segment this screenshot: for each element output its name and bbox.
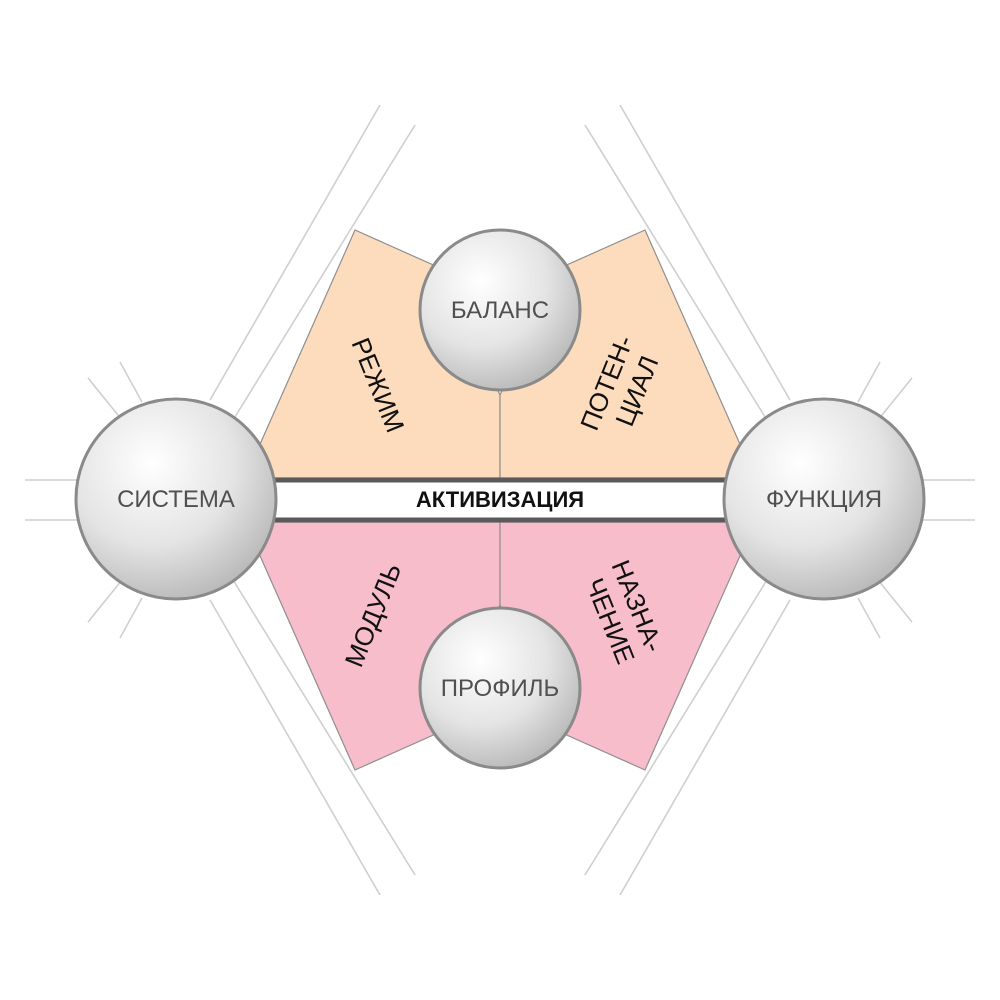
guide-line	[857, 361, 881, 403]
band-background	[255, 480, 745, 520]
guide-line	[209, 104, 381, 401]
guide-line	[119, 361, 143, 403]
sector-label-purpose: НАЗНА- ЧЕНИЕ	[577, 556, 672, 675]
guide-line	[119, 597, 143, 639]
guide-line	[877, 579, 913, 623]
guide-line	[209, 599, 381, 896]
guide-line	[229, 124, 416, 426]
activation-band: АКТИВИЗАЦИЯ	[255, 477, 745, 523]
guide-lines	[25, 104, 975, 896]
node-system-sphere	[74, 397, 278, 601]
node-function-label: ФУНКЦИЯ	[766, 486, 882, 513]
guide-line	[619, 599, 791, 896]
guide-line	[87, 579, 123, 623]
guide-line	[584, 124, 771, 426]
guide-line	[87, 377, 123, 421]
guide-line	[619, 104, 791, 401]
guide-line	[229, 574, 416, 876]
node-balance: БАЛАНС	[418, 228, 582, 392]
guide-line	[857, 597, 881, 639]
node-system: СИСТЕМА	[74, 397, 278, 601]
node-balance-label: БАЛАНС	[451, 297, 549, 324]
node-function: ФУНКЦИЯ	[722, 397, 926, 601]
node-system-label: СИСТЕМА	[117, 486, 235, 513]
node-profile-sphere	[418, 606, 582, 770]
node-balance-sphere	[418, 228, 582, 392]
band-label: АКТИВИЗАЦИЯ	[416, 487, 584, 512]
node-function-sphere	[722, 397, 926, 601]
node-profile-label: ПРОФИЛЬ	[441, 675, 559, 702]
guide-line	[877, 377, 913, 421]
guide-line	[584, 574, 771, 876]
node-profile: ПРОФИЛЬ	[418, 606, 582, 770]
